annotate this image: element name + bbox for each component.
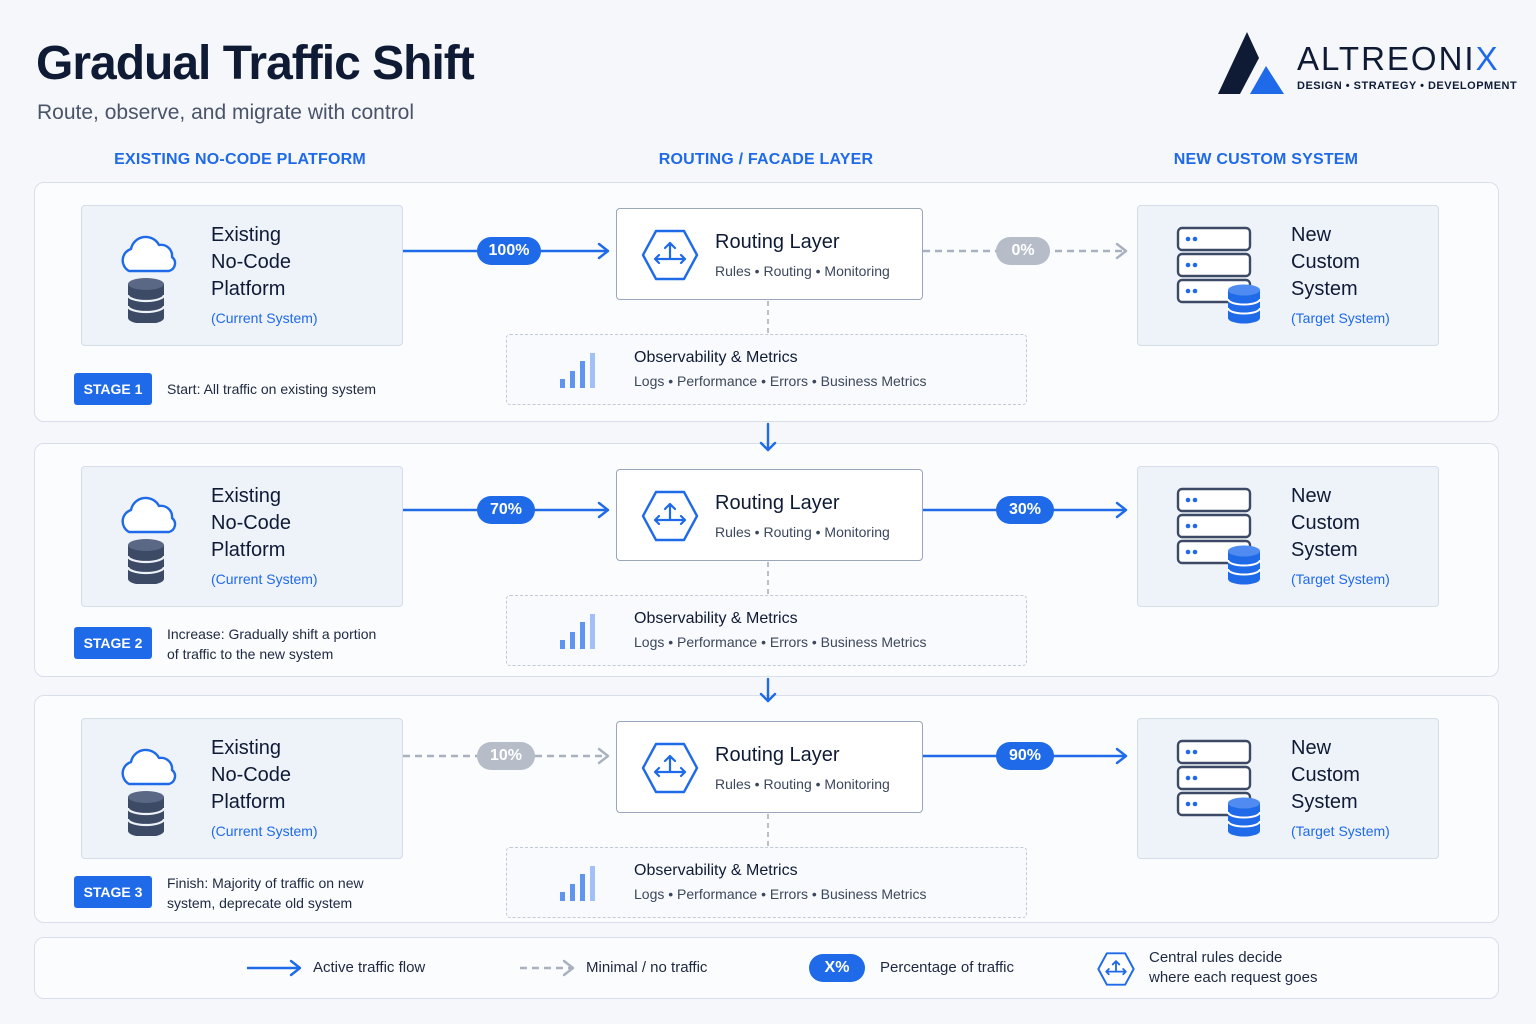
active-flow-arrow-icon (247, 959, 302, 977)
bar-chart-icon (560, 353, 595, 388)
observability-card: Observability & Metrics Logs • Performan… (506, 595, 1027, 666)
existing-system-card: Existing No-Code Platform (Current Syste… (81, 466, 403, 607)
stage-description: Start: All traffic on existing system (167, 381, 377, 397)
observability-title: Observability & Metrics (634, 610, 798, 627)
right-traffic-percentage: 90% (996, 742, 1054, 770)
observability-subtitle: Logs • Performance • Errors • Business M… (634, 886, 927, 902)
left-traffic-percentage: 100% (477, 237, 541, 265)
stage-badge: STAGE 2 (74, 627, 152, 659)
new-system-subtitle: (Target System) (1291, 823, 1390, 839)
cloud-database-icon (121, 235, 177, 323)
existing-system-card: Existing No-Code Platform (Current Syste… (81, 718, 403, 859)
legend-percentage-label: Percentage of traffic (880, 959, 1014, 976)
stage-panel-1: Existing No-Code Platform (Current Syste… (34, 182, 1499, 422)
arrow-head-icon (597, 501, 610, 519)
server-stack-icon (1176, 739, 1261, 837)
observability-title: Observability & Metrics (634, 349, 798, 366)
existing-system-title: Existing No-Code Platform (211, 737, 292, 813)
routing-layer-card[interactable]: Routing Layer Rules • Routing • Monitori… (616, 469, 923, 561)
routing-hexagon-icon (641, 742, 699, 794)
routing-layer-subtitle: Rules • Routing • Monitoring (715, 524, 890, 540)
left-traffic-percentage: 10% (477, 742, 535, 770)
bar-chart-icon (560, 866, 595, 901)
routing-layer-title: Routing Layer (715, 231, 840, 253)
cloud-database-icon (121, 496, 177, 584)
routing-layer-title: Routing Layer (715, 744, 840, 766)
column-heading-existing: EXISTING NO-CODE PLATFORM (114, 151, 366, 168)
legend-rules-label: Central rules decide where each request … (1149, 949, 1318, 986)
left-traffic-percentage: 70% (477, 496, 535, 524)
new-system-subtitle: (Target System) (1291, 571, 1390, 587)
legend-active-label: Active traffic flow (313, 959, 426, 976)
new-system-title: New Custom System (1291, 224, 1360, 300)
routing-layer-card[interactable]: Routing Layer Rules • Routing • Monitori… (616, 721, 923, 813)
existing-system-subtitle: (Current System) (211, 571, 318, 587)
existing-system-title: Existing No-Code Platform (211, 224, 292, 300)
brand-tagline: DESIGN • STRATEGY • DEVELOPMENT (1297, 80, 1518, 92)
right-traffic-percentage: 0% (996, 237, 1050, 265)
new-system-title: New Custom System (1291, 485, 1360, 561)
legend-percentage-pill: X% (809, 954, 865, 982)
cloud-database-icon (121, 748, 177, 836)
brand-logo-icon (1218, 32, 1284, 94)
brand-name: ALTREONIX (1297, 40, 1500, 77)
observability-card: Observability & Metrics Logs • Performan… (506, 847, 1027, 918)
routing-layer-subtitle: Rules • Routing • Monitoring (715, 776, 890, 792)
page-title: Gradual Traffic Shift (36, 37, 475, 90)
column-heading-routing: ROUTING / FACADE LAYER (658, 151, 874, 168)
arrow-head-icon (1115, 242, 1128, 260)
minimal-flow-arrow-icon (520, 959, 575, 977)
observability-subtitle: Logs • Performance • Errors • Business M… (634, 634, 927, 650)
new-system-card: New Custom System (Target System) (1137, 466, 1439, 607)
bar-chart-icon (560, 614, 595, 649)
observability-card: Observability & Metrics Logs • Performan… (506, 334, 1027, 405)
right-traffic-percentage: 30% (996, 496, 1054, 524)
new-system-title: New Custom System (1291, 737, 1360, 813)
routing-hexagon-icon (1097, 952, 1135, 986)
stage-panel-2: Existing No-Code Platform (Current Syste… (34, 443, 1499, 677)
arrow-head-icon (597, 747, 610, 765)
existing-system-card: Existing No-Code Platform (Current Syste… (81, 205, 403, 346)
server-stack-icon (1176, 487, 1261, 585)
arrow-head-icon (597, 242, 610, 260)
routing-hexagon-icon (641, 490, 699, 542)
legend-panel: Active traffic flow Minimal / no traffic… (34, 937, 1499, 999)
routing-hexagon-icon (641, 229, 699, 281)
existing-system-subtitle: (Current System) (211, 310, 318, 326)
routing-layer-card[interactable]: Routing Layer Rules • Routing • Monitori… (616, 208, 923, 300)
column-heading-new: NEW CUSTOM SYSTEM (1173, 151, 1359, 168)
page-subtitle: Route, observe, and migrate with control (37, 101, 415, 124)
stage-panel-3: Existing No-Code Platform (Current Syste… (34, 695, 1499, 923)
routing-layer-title: Routing Layer (715, 492, 840, 514)
legend-minimal-label: Minimal / no traffic (586, 959, 708, 976)
observability-title: Observability & Metrics (634, 862, 798, 879)
server-stack-icon (1176, 226, 1261, 324)
new-system-card: New Custom System (Target System) (1137, 718, 1439, 859)
stage-badge: STAGE 3 (74, 876, 152, 908)
existing-system-title: Existing No-Code Platform (211, 485, 292, 561)
routing-layer-subtitle: Rules • Routing • Monitoring (715, 263, 890, 279)
new-system-subtitle: (Target System) (1291, 310, 1390, 326)
existing-system-subtitle: (Current System) (211, 823, 318, 839)
arrow-head-icon (1115, 501, 1128, 519)
new-system-card: New Custom System (Target System) (1137, 205, 1439, 346)
arrow-head-icon (1115, 747, 1128, 765)
stage-badge: STAGE 1 (74, 373, 152, 405)
observability-subtitle: Logs • Performance • Errors • Business M… (634, 373, 927, 389)
